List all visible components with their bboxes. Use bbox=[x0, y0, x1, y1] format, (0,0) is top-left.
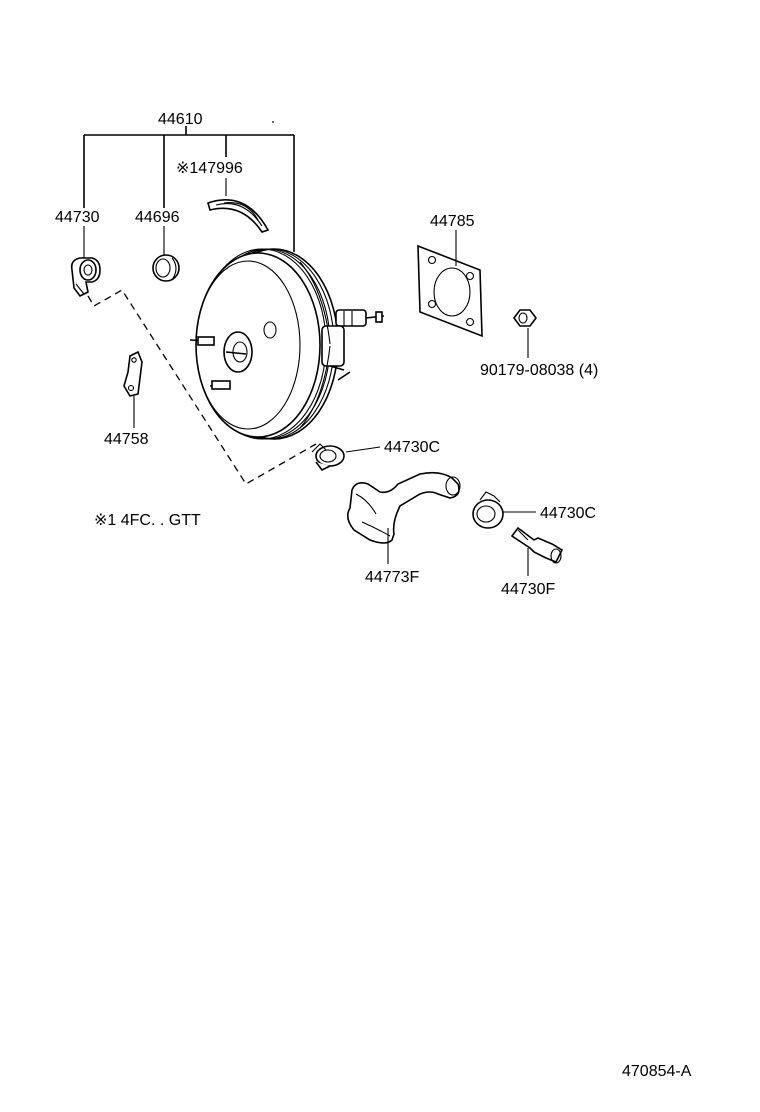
dashed-routing-line bbox=[87, 289, 317, 485]
diagram-code: 470854-A bbox=[622, 1063, 692, 1080]
stray-dot bbox=[272, 121, 274, 123]
label-footnote: ※1 4FC. . GTT bbox=[94, 512, 201, 529]
nut-part bbox=[513, 309, 537, 358]
label-44730: 44730 bbox=[55, 209, 100, 226]
gasket-part bbox=[417, 230, 483, 338]
label-44785: 44785 bbox=[430, 213, 475, 230]
label-44610: 44610 bbox=[158, 111, 203, 128]
label-90179-08038: 90179-08038 (4) bbox=[480, 362, 598, 379]
fitting-part bbox=[510, 526, 564, 576]
lower-clip-part bbox=[472, 491, 536, 529]
label-44730c-lower: 44730C bbox=[540, 505, 596, 522]
label-44730c-upper: 44730C bbox=[384, 439, 440, 456]
check-valve-part bbox=[70, 257, 101, 298]
grommet-part bbox=[152, 254, 180, 282]
bracket-part bbox=[123, 350, 143, 428]
vacuum-hose-part bbox=[346, 471, 461, 564]
label-44730f: 44730F bbox=[501, 581, 555, 598]
assembly-leader-lines bbox=[83, 126, 295, 258]
brake-booster-body bbox=[189, 248, 385, 440]
label-44696: 44696 bbox=[135, 209, 180, 226]
upper-clip-part bbox=[311, 443, 381, 472]
plate-part bbox=[207, 199, 270, 233]
label-147996: ※147996 bbox=[176, 160, 243, 177]
label-44758: 44758 bbox=[104, 431, 149, 448]
label-44773f: 44773F bbox=[365, 569, 419, 586]
